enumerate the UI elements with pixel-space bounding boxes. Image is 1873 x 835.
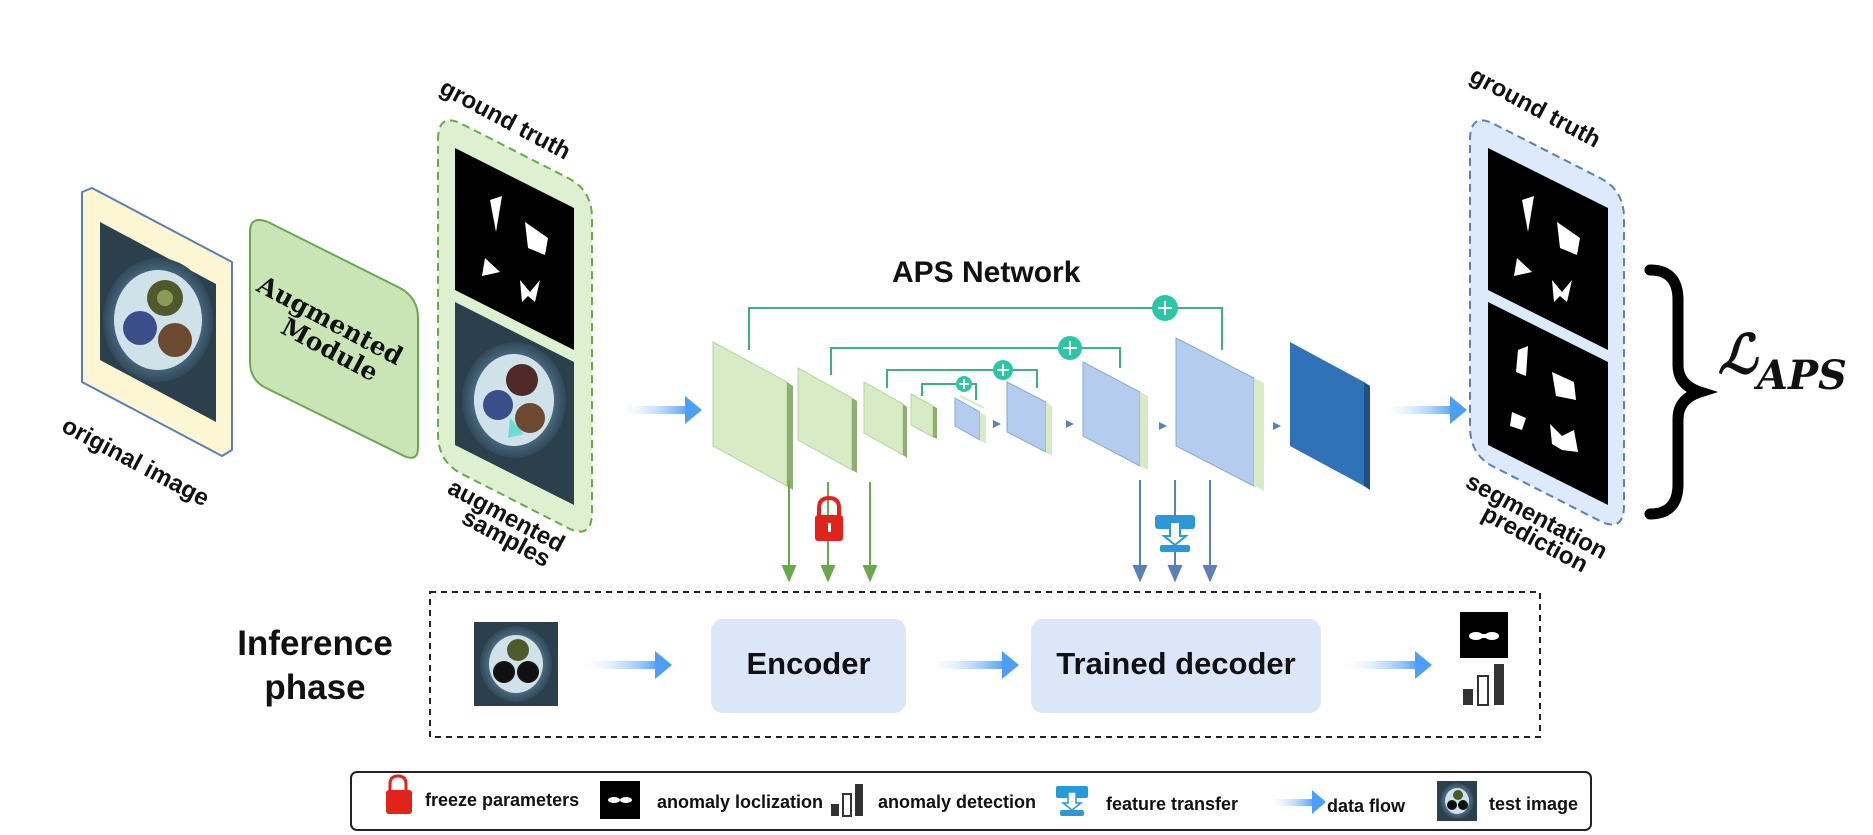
decoder-blocks xyxy=(954,337,1370,491)
plus-icons xyxy=(956,295,1178,392)
encoder-block-4 xyxy=(910,393,937,439)
augmented-module-block xyxy=(249,219,419,459)
network-title: APS Network xyxy=(892,256,1081,289)
skip-connections xyxy=(748,307,1223,400)
inference-label-1: Inference xyxy=(237,624,393,663)
loss-subscript: APS xyxy=(1756,352,1847,399)
inference-arrow-1 xyxy=(585,651,672,679)
cable-image xyxy=(103,258,213,382)
lock-icon xyxy=(815,495,843,541)
data-flow-arrow-1 xyxy=(620,396,702,424)
plus-icon xyxy=(993,360,1013,380)
inference-arrow-3 xyxy=(1345,651,1432,679)
inference-label-2: phase xyxy=(264,668,366,707)
legend-dataflow-label: data flow xyxy=(1327,796,1406,816)
decoder-block-1 xyxy=(954,395,986,444)
legend-detection-icon xyxy=(831,784,863,817)
decoder-block-3 xyxy=(1082,361,1148,470)
ground-truth-mask-right xyxy=(1514,196,1580,302)
encoder-block-3 xyxy=(863,381,907,458)
augmented-samples-panel xyxy=(437,119,593,533)
legend-transfer-label: feature transfer xyxy=(1106,794,1239,814)
detection-output-icon xyxy=(1463,664,1504,706)
legend-localization-label: anomaly loclization xyxy=(657,792,824,812)
legend-localization-icon xyxy=(600,781,640,819)
inference-box xyxy=(429,591,1541,738)
ground-truth-mask-left xyxy=(482,196,548,302)
data-flow-arrow-2 xyxy=(1385,396,1467,424)
localization-output-icon xyxy=(1460,612,1508,658)
plus-icon xyxy=(1058,336,1082,360)
plus-icon xyxy=(956,376,972,392)
augmented-cable-image xyxy=(462,342,566,458)
block-connector-arrows xyxy=(993,420,1281,430)
feature-transfer-icon xyxy=(1155,515,1195,552)
legend-transfer-icon xyxy=(1056,786,1088,816)
decoder-label: Trained decoder xyxy=(1056,646,1296,681)
prediction-panel xyxy=(1469,119,1625,526)
decoder-block-2 xyxy=(1006,381,1052,456)
legend-detection-label: anomaly detection xyxy=(878,792,1037,812)
legend-test-image-label: test image xyxy=(1489,794,1579,814)
legend-freeze-label: freeze parameters xyxy=(425,790,580,810)
plus-icon xyxy=(1152,295,1178,321)
output-block xyxy=(1290,342,1370,490)
inference-test-image xyxy=(474,622,558,706)
decoder-block-4 xyxy=(1175,337,1264,491)
legend-arrow-icon xyxy=(1270,790,1326,814)
loss-label: ℒAPS xyxy=(1718,322,1847,399)
encoder-box xyxy=(711,619,906,713)
legend-box xyxy=(350,771,1592,831)
segmentation-mask xyxy=(1510,346,1578,452)
decoder-box xyxy=(1031,619,1321,713)
legend-lock-icon xyxy=(386,774,412,814)
original-image-card xyxy=(81,187,233,457)
inference-arrow-2 xyxy=(930,651,1019,679)
loss-symbol: ℒ xyxy=(1718,322,1757,386)
legend-test-image-icon xyxy=(1437,781,1477,821)
encoder-block-2 xyxy=(797,367,857,473)
loss-brace xyxy=(1644,264,1719,520)
encoder-blocks xyxy=(712,341,937,490)
encoder-block-1 xyxy=(712,341,793,490)
encoder-label: Encoder xyxy=(746,646,871,681)
